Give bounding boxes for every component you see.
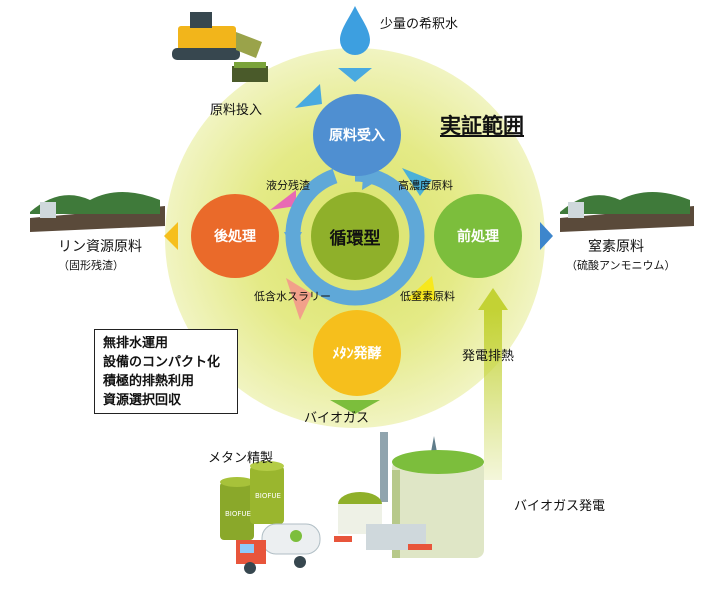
high-conc-arrow [402,168,432,196]
drum-label-1: BIOFUE [225,510,251,518]
phosphorus-sub-label: （固形残渣） [58,259,124,272]
feature-item: 資源選択回収 [103,393,182,408]
biogas-power-label: バイオガス発電 [514,499,606,514]
feature-item: 無排水運用 [103,336,169,351]
feed-inflow-arrow [295,84,322,108]
phosphorus-label: リン資源原料 [58,239,142,255]
center-label: 循環型 [329,228,381,249]
water-drop-icon [340,6,370,55]
waste-heat-label: 発電排熱 [462,349,515,364]
liquid-residue-arrow [270,190,296,210]
biogas-label: バイオガス [304,411,370,426]
left-field-icon [30,192,165,232]
power-plant-icon [334,432,484,558]
flow-high-conc: 高濃度原料 [398,179,453,192]
flow-liquid-residue: 液分残渣 [266,179,310,192]
right-field-icon [560,192,694,232]
nitrogen-out-arrow [540,222,553,250]
water-inflow-arrow [338,68,372,82]
node-receive: 原料受入 [313,94,401,176]
scope-title: 実証範囲 [440,114,524,138]
tanker-truck-icon [236,523,321,574]
node-post: 後処理 [191,194,279,278]
water-label: 少量の希釈水 [380,17,459,32]
feature-item: 設備のコンパクト化 [103,355,221,370]
node-pre: 前処理 [434,194,522,278]
biogas-out-arrow [330,400,380,414]
biofuel-drum-icon: BIOFUE BIOFUE [220,461,284,540]
methane-refine-label: メタン精製 [208,451,274,466]
flow-low-slurry: 低含水スラリー [254,290,331,303]
waste-heat-arrow [478,288,508,480]
nitrogen-label: 窒素原料 [588,239,644,255]
bulldozer-icon [172,12,268,82]
low-slurry-arrow [286,278,312,320]
feature-item: 積極的排熱利用 [103,374,195,389]
drum-label-2: BIOFUE [255,492,281,500]
feed-in-label: 原料投入 [210,103,263,118]
flow-low-n: 低窒素原料 [400,290,455,303]
phosphorus-out-arrow [164,222,178,250]
low-n-arrow [406,276,436,300]
node-methane: ﾒﾀﾝ発酵 [313,310,401,396]
center-hub [311,192,399,280]
features-box: 無排水運用 設備のコンパクト化 積極的排熱利用 資源選択回収 [94,329,238,414]
nitrogen-sub-label: （硫酸アンモニウム） [566,259,676,272]
